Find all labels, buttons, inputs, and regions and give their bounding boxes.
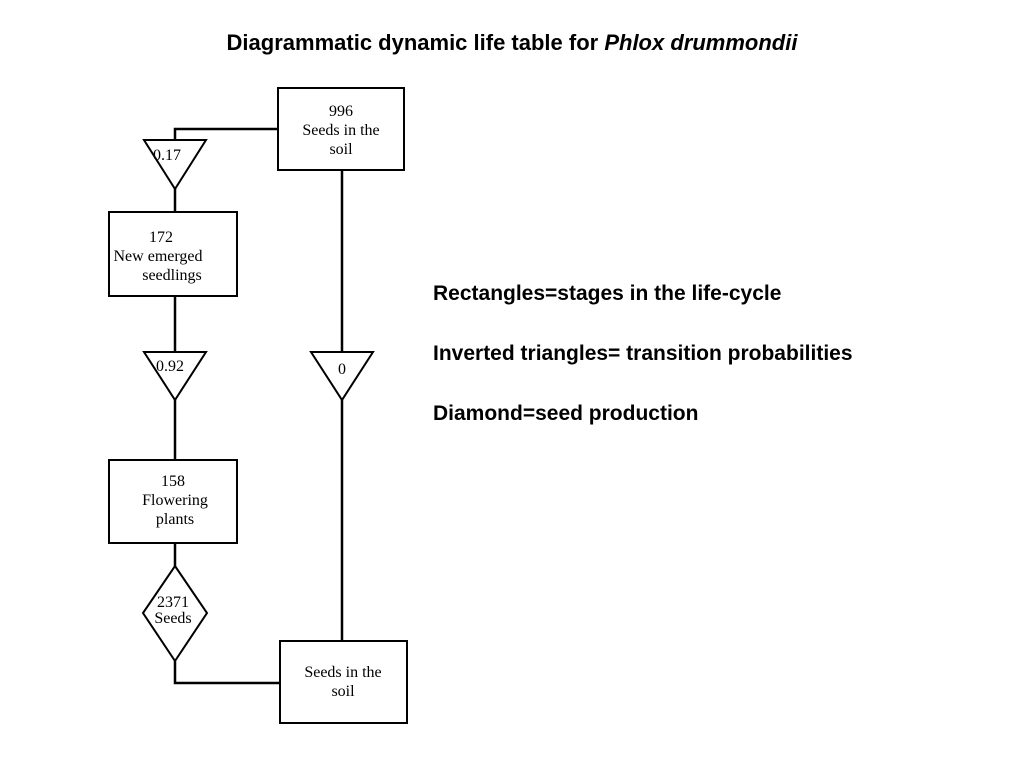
node-line: 0.17 <box>153 147 181 164</box>
transition-probability-emergence: 0.17 <box>142 139 208 191</box>
node-line: Seeds in the <box>302 122 379 139</box>
node-line: Seeds <box>154 610 191 627</box>
stage-seeds-in-soil-top: 996 Seeds in the soil <box>277 87 405 171</box>
stage-new-emerged-seedlings: 172 New emerged seedlings <box>108 211 238 297</box>
title-prefix: Diagrammatic dynamic life table for <box>226 30 605 55</box>
node-line: Seeds in the <box>304 664 381 681</box>
transition-probability-seedbank: 0 <box>309 351 375 402</box>
node-line: soil <box>331 683 355 700</box>
seed-production-diamond: 2371 Seeds <box>141 564 209 663</box>
node-line: 0 <box>338 361 346 378</box>
transition-probability-survival: 0.92 <box>142 351 208 402</box>
legend-rectangles: Rectangles=stages in the life-cycle <box>433 282 782 305</box>
node-line: 158 <box>161 473 185 490</box>
stage-flowering-plants: 158 Flowering plants <box>108 459 238 544</box>
node-line: soil <box>329 141 353 158</box>
connector-seeds-to-emergence <box>173 127 278 140</box>
legend-triangles: Inverted triangles= transition probabili… <box>433 342 853 365</box>
node-line: plants <box>156 511 194 528</box>
node-line: 996 <box>329 103 353 120</box>
legend: Rectangles=stages in the life-cycle Inve… <box>433 280 853 460</box>
node-line: 0.92 <box>156 358 184 375</box>
node-line: 2371 <box>157 594 189 611</box>
page-title: Diagrammatic dynamic life table for Phlo… <box>0 30 1024 56</box>
node-line: New emerged <box>114 248 203 265</box>
title-species: Phlox drummondii <box>604 30 798 55</box>
stage-seeds-in-soil-bottom: Seeds in the soil <box>279 640 408 724</box>
node-line: seedlings <box>142 267 202 284</box>
node-line: Flowering <box>142 492 208 509</box>
node-line: 172 <box>149 229 173 246</box>
legend-diamond: Diamond=seed production <box>433 402 699 425</box>
connector-seed-production-to-seeds-bottom <box>173 661 280 685</box>
